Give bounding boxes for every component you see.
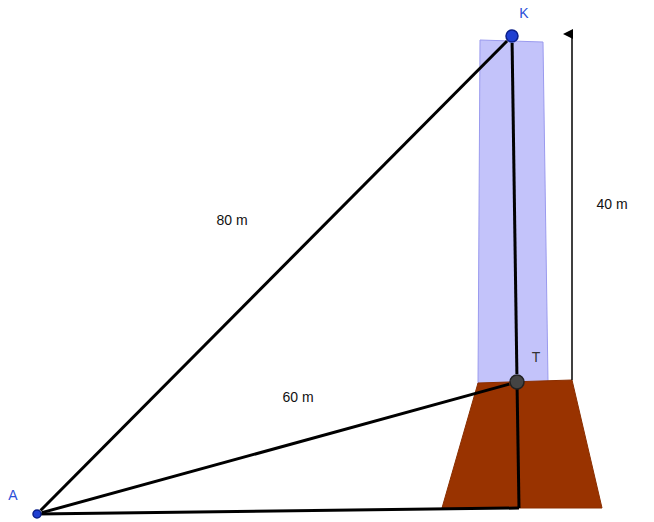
point-label: K (519, 6, 528, 21)
point-dot (33, 510, 41, 518)
point-dot (509, 374, 525, 390)
dimension-arrow (571, 34, 573, 380)
ground-line (37, 508, 519, 514)
segment-line (41, 41, 508, 510)
point-dot (505, 29, 519, 43)
point-dot (506, 30, 518, 42)
point-marker: T (509, 374, 525, 390)
segment-line (42, 384, 509, 513)
segment-line (512, 43, 517, 374)
point-marker: A (32, 509, 42, 519)
point-dot (510, 375, 524, 389)
dimension-label: 40 m (596, 197, 627, 212)
point-dot (32, 509, 42, 519)
point-label: A (8, 488, 17, 503)
point-marker: K (505, 29, 519, 43)
hill-base (442, 380, 602, 508)
point-label: T (532, 350, 541, 365)
tower-body (478, 40, 548, 384)
base-height-line (517, 382, 519, 508)
length-label: 60 m (280, 390, 315, 405)
length-label: 80 m (214, 213, 249, 228)
